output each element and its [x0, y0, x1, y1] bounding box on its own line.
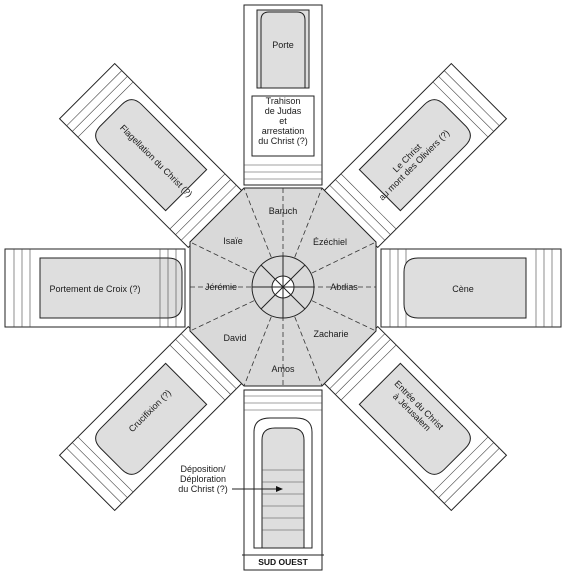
svg-text:arrestation: arrestation — [262, 126, 305, 136]
svg-text:Déposition/: Déposition/ — [180, 464, 226, 474]
prophet-jeremie: Jérémie — [205, 282, 237, 292]
prophet-david: David — [223, 333, 246, 343]
prophet-abdias: Abdias — [330, 282, 358, 292]
arm-north — [243, 4, 323, 186]
chapel-west-label: Portement de Croix (?) — [49, 284, 140, 294]
prophet-isaie: Isaïe — [223, 236, 243, 246]
svg-text:du Christ (?): du Christ (?) — [178, 484, 228, 494]
chapel-south-label: Déposition/ Déploration du Christ (?) — [178, 464, 228, 494]
prophet-ezechiel: Ézéchiel — [313, 237, 347, 247]
chapel-north-sub-label: Trahison de Judas et arrestation du Chri… — [258, 96, 308, 146]
prophet-baruch: Baruch — [269, 206, 298, 216]
central-octagon — [189, 187, 377, 387]
arm-south — [232, 389, 324, 571]
chapel-east-label: Cène — [452, 284, 474, 294]
prophet-amos: Amos — [271, 364, 295, 374]
svg-text:de Judas: de Judas — [265, 106, 302, 116]
chapel-north-label: Porte — [272, 40, 294, 50]
svg-text:du Christ (?): du Christ (?) — [258, 136, 308, 146]
entrance-label: SUD OUEST — [258, 557, 308, 567]
arm-northwest — [58, 62, 245, 249]
svg-text:Trahison: Trahison — [266, 96, 301, 106]
arm-east — [380, 248, 562, 328]
svg-text:Déploration: Déploration — [180, 474, 226, 484]
arm-west — [4, 248, 186, 328]
svg-text:et: et — [279, 116, 287, 126]
prophet-zacharie: Zacharie — [313, 329, 348, 339]
